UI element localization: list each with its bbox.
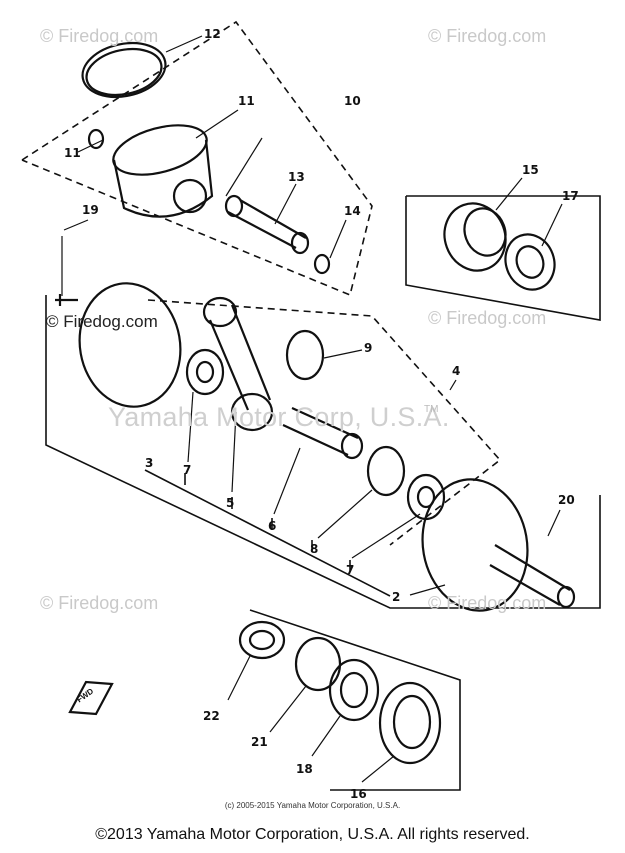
callout-7-right: 7 xyxy=(346,563,355,577)
piston-ring-shape xyxy=(81,42,167,98)
oil-seal-17-shape xyxy=(504,233,556,291)
callout-5: 5 xyxy=(226,496,235,510)
callout-20: 20 xyxy=(558,493,575,507)
trademark-mark: TM xyxy=(424,404,439,415)
watermark-top-right: © Firedog.com xyxy=(428,26,547,46)
crank-inner-boundary xyxy=(147,299,502,546)
circlip-left-shape xyxy=(87,128,105,150)
callout-3: 3 xyxy=(145,456,154,470)
thrust-washer-left-shape xyxy=(185,348,225,396)
crank-wheel-right-shape xyxy=(421,478,529,612)
callout-18: 18 xyxy=(296,762,313,776)
circlip-right-shape xyxy=(313,253,331,275)
callout-11-piston: 11 xyxy=(238,94,255,108)
watermark-center: Yamaha Motor Corp, U.S.A. xyxy=(108,402,450,432)
callout-17: 17 xyxy=(562,189,579,203)
index-line xyxy=(144,469,391,597)
crank-pin-shape xyxy=(282,406,359,456)
callout-7-left: 7 xyxy=(183,463,192,477)
watermark-middle-right: © Firedog.com xyxy=(428,308,547,328)
crankshaft-box-boundary xyxy=(45,295,601,609)
piston-pin-shape xyxy=(227,199,307,249)
piston-shape xyxy=(112,124,208,176)
callout-14: 14 xyxy=(344,204,361,218)
callout-11-clip: 11 xyxy=(64,146,81,160)
bushing-22-shape xyxy=(238,620,286,660)
callout-21: 21 xyxy=(251,735,268,749)
fwd-arrow-shape xyxy=(68,680,114,716)
callout-15: 15 xyxy=(522,163,539,177)
callout-8: 8 xyxy=(310,542,319,556)
callout-9: 9 xyxy=(364,341,373,355)
bearing-18-shape xyxy=(328,658,380,722)
callout-2: 2 xyxy=(392,590,401,604)
bearing-15-shape xyxy=(443,202,507,272)
small-copyright: (c) 2005-2015 Yamaha Motor Corporation, … xyxy=(224,801,401,810)
callout-10: 10 xyxy=(344,94,361,108)
thrust-washer-right-shape xyxy=(406,473,446,521)
callout-16: 16 xyxy=(350,787,367,801)
watermark-middle-left: © Firedog.com xyxy=(46,312,158,331)
crank-wheel-left-shape xyxy=(78,282,182,408)
callout-4: 4 xyxy=(452,364,461,378)
connecting-rod-shape xyxy=(208,304,272,411)
copyright-notice: ©2013 Yamaha Motor Corporation, U.S.A. A… xyxy=(95,826,530,843)
callout-19: 19 xyxy=(82,203,99,217)
callout-13: 13 xyxy=(288,170,305,184)
needle-bearing-8-shape xyxy=(366,445,406,497)
bearing-16-shape xyxy=(378,681,442,765)
callout-12: 12 xyxy=(204,27,221,41)
bearing-box-boundary xyxy=(405,195,601,321)
callout-6: 6 xyxy=(268,519,277,533)
watermark-bottom-left: © Firedog.com xyxy=(40,593,159,613)
watermark-bottom-right: © Firedog.com xyxy=(428,593,547,613)
circlip-21-shape xyxy=(294,636,342,692)
callout-22: 22 xyxy=(203,709,220,723)
needle-bearing-9-shape xyxy=(285,329,325,381)
watermark-top-left: © Firedog.com xyxy=(40,26,159,46)
lower-bearing-boundary xyxy=(249,609,461,791)
